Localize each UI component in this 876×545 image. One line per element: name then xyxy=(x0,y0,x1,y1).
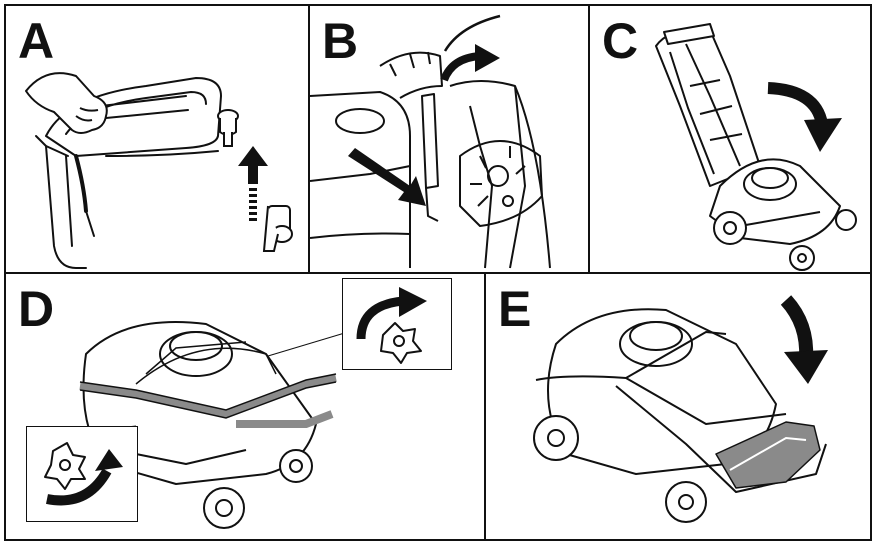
knob-icon xyxy=(380,322,422,364)
rotate-arrow-icon xyxy=(356,287,427,340)
illustration-handle-folded xyxy=(533,295,828,523)
inset-knob-top xyxy=(342,278,452,370)
hand-icon xyxy=(25,72,108,134)
knob-icon xyxy=(44,442,86,490)
illustration-height-lever xyxy=(310,14,551,269)
panel-letter-d: D xyxy=(18,281,55,337)
illustration-knobs-loosen xyxy=(65,321,349,529)
rotate-arrow-icon xyxy=(46,449,123,506)
illustration-mower-upright xyxy=(655,23,857,271)
panel-d: D xyxy=(4,272,486,541)
mower-icon xyxy=(655,23,857,271)
arrow-up-icon xyxy=(238,146,268,221)
panel-e: E xyxy=(484,272,872,541)
fold-arrow-icon xyxy=(767,82,842,152)
panel-letter-b: B xyxy=(322,13,359,69)
panel-b: B xyxy=(308,4,590,274)
illustration-handle-assembly xyxy=(25,72,293,269)
inset-knob-bottom xyxy=(26,426,138,522)
rotate-arrow-icon xyxy=(440,44,500,82)
panel-c: C xyxy=(588,4,872,274)
panel-letter-a: A xyxy=(18,13,55,69)
pointer-arrow-icon xyxy=(348,148,426,206)
panel-letter-e: E xyxy=(498,281,532,337)
knob-icon xyxy=(217,109,239,147)
panel-a: A xyxy=(4,4,310,274)
fold-arrow-icon xyxy=(780,295,828,384)
panel-letter-c: C xyxy=(602,13,639,69)
